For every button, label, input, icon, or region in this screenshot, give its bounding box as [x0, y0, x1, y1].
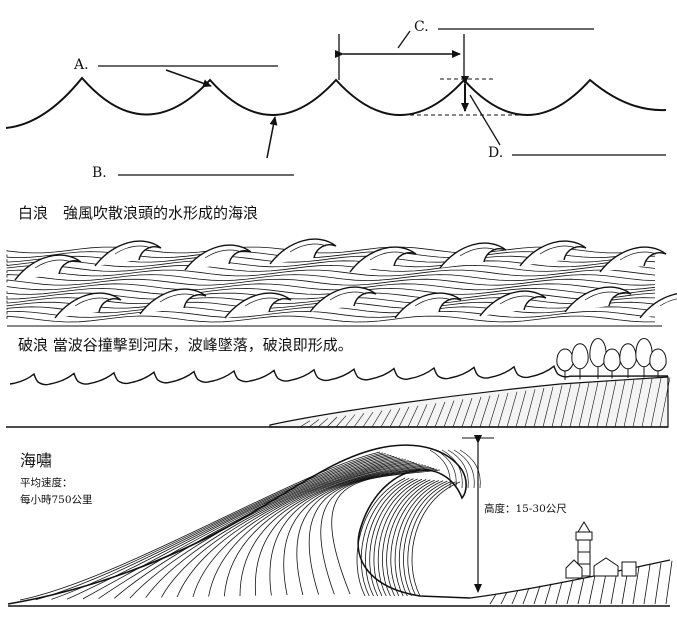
label-b: B. — [92, 165, 107, 181]
label-c: C. — [414, 19, 429, 35]
tsunami-speed-line1: 平均速度： — [20, 476, 73, 489]
breaker-caption: 破浪 當波谷撞擊到河床，波峰墜落，破浪即形成。 — [18, 336, 353, 354]
arrow-to-trough — [266, 116, 278, 159]
pointer-d — [469, 94, 501, 146]
tsunami-speed-line2: 每小時750公里 — [20, 493, 93, 506]
wave-anatomy-diagram: A. B. C. D. — [5, 19, 667, 181]
lighthouse-icon — [565, 521, 637, 579]
pointer-c — [397, 30, 411, 49]
whitecap-waves-illustration — [6, 228, 677, 327]
wave-profile-line — [5, 76, 667, 129]
arrow-to-crest — [165, 69, 212, 88]
breaking-waves-illustration — [6, 338, 671, 428]
label-a: A. — [73, 57, 89, 73]
tsunami-title: 海嘯 — [20, 451, 52, 470]
whitecap-caption: 白浪 強風吹散浪頭的水形成的海浪 — [18, 204, 258, 222]
tsunami-wave-illustration — [7, 444, 673, 607]
tsunami-height-label: 高度：15-30公尺 — [484, 502, 567, 515]
label-d: D. — [488, 145, 503, 161]
tsunami-height-indicator: 高度：15-30公尺 — [462, 435, 567, 593]
